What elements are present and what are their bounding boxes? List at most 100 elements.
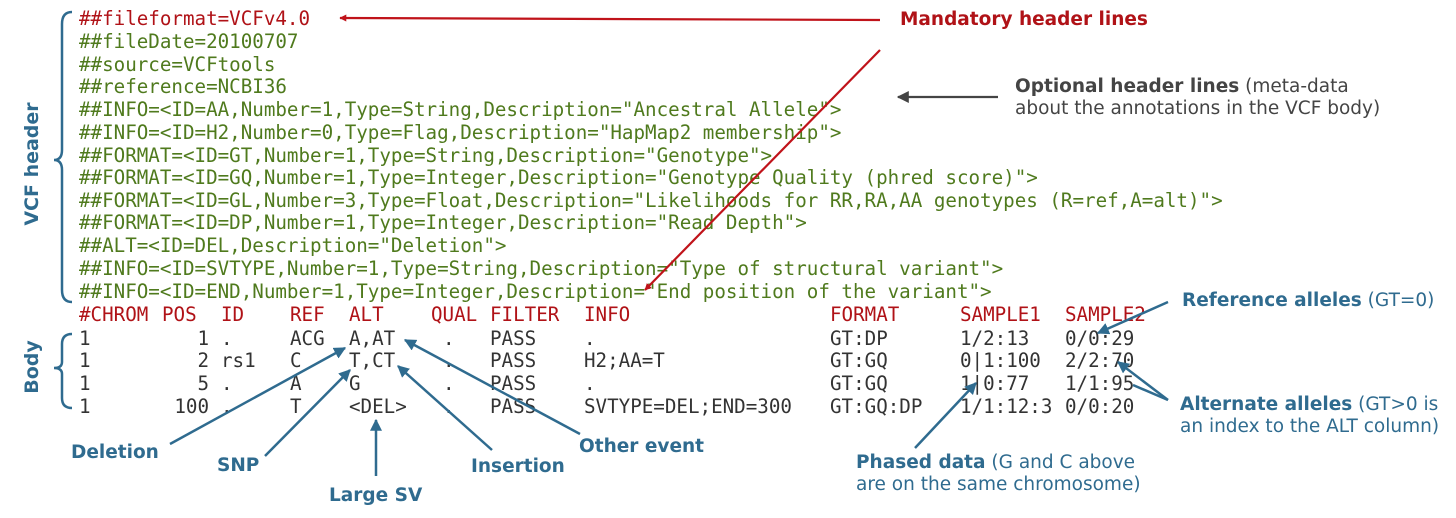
cell-ref: T xyxy=(290,395,302,418)
phased-data-label-line2: are on the same chromosome) xyxy=(856,474,1141,495)
cell-pos: 5 xyxy=(197,372,209,395)
cell-alt: T,CT xyxy=(349,349,396,372)
cell-id: . xyxy=(221,372,233,395)
other-event-arrow xyxy=(403,338,581,436)
cell-chrom: 1 xyxy=(79,349,91,372)
other-event-label: Other event xyxy=(579,436,705,457)
cell-format: GT:GQ xyxy=(830,349,888,372)
header-line: ##fileDate=20100707 xyxy=(79,30,299,53)
cell-alt: G xyxy=(349,372,361,395)
cell-id: rs1 xyxy=(221,349,256,372)
header-line: ##FORMAT=<ID=GT,Number=1,Type=String,Des… xyxy=(79,144,773,167)
insertion-label: Insertion xyxy=(471,456,565,477)
header-line: ##INFO=<ID=H2,Number=0,Type=Flag,Descrip… xyxy=(79,121,842,144)
large-sv-label: Large SV xyxy=(329,485,423,506)
cell-qual: . xyxy=(443,349,455,372)
cell-info: . xyxy=(584,372,596,395)
cell-sample2: 0/0:29 xyxy=(1065,327,1135,350)
cell-sample2: 2/2:70 xyxy=(1065,349,1135,372)
cell-pos: 2 xyxy=(197,349,209,372)
reference-alleles-rest: (GT=0) xyxy=(1361,290,1435,311)
optional-header-label-line2: about the annotations in the VCF body) xyxy=(1015,98,1381,119)
alternate-alleles-arrow-2 xyxy=(1132,383,1169,402)
cell-pos: 1 xyxy=(197,327,209,350)
cell-chrom: 1 xyxy=(79,372,91,395)
cell-chrom: 1 xyxy=(79,395,91,418)
cell-sample1: 0|1:100 xyxy=(960,349,1041,372)
header-line: ##fileformat=VCFv4.0 xyxy=(79,7,311,30)
insertion-arrow xyxy=(397,365,493,451)
body-brace xyxy=(53,332,73,410)
cell-pos: 100 xyxy=(174,395,209,418)
cell-info: SVTYPE=DEL;END=300 xyxy=(584,395,792,418)
header-line: ##reference=NCBI36 xyxy=(79,75,287,98)
header-line: ##INFO=<ID=SVTYPE,Number=1,Type=String,D… xyxy=(79,257,1004,280)
phased-data-bold: Phased data xyxy=(856,452,986,473)
snp-label: SNP xyxy=(217,455,260,476)
cell-id: . xyxy=(221,395,233,418)
cell-format: GT:GQ:DP xyxy=(830,395,923,418)
alternate-alleles-arrow-1 xyxy=(1117,361,1169,401)
cell-sample1: 1/2:13 xyxy=(960,327,1030,350)
cell-filter: PASS xyxy=(490,327,537,350)
mandatory-arrow-2 xyxy=(644,49,881,291)
cell-format: GT:DP xyxy=(830,327,888,350)
reference-alleles-arrow xyxy=(1096,300,1169,335)
deletion-arrow xyxy=(169,346,347,446)
header-line: ##source=VCFtools xyxy=(79,53,276,76)
column-header-pos: POS xyxy=(162,303,197,326)
alternate-alleles-label: Alternate alleles (GT>0 is xyxy=(1180,394,1438,416)
cell-qual: . xyxy=(443,327,455,350)
column-header-qual: QUAL xyxy=(431,303,478,326)
cell-filter: PASS xyxy=(490,372,537,395)
cell-qual: . xyxy=(443,372,455,395)
cell-filter: PASS xyxy=(490,349,537,372)
header-line: ##FORMAT=<ID=DP,Number=1,Type=Integer,De… xyxy=(79,211,807,234)
header-line: ##INFO=<ID=AA,Number=1,Type=String,Descr… xyxy=(79,98,842,121)
alternate-alleles-rest: (GT>0 is xyxy=(1352,394,1439,415)
cell-format: GT:GQ xyxy=(830,372,888,395)
column-header-sample1: SAMPLE1 xyxy=(960,303,1041,326)
alternate-alleles-bold: Alternate alleles xyxy=(1180,394,1353,415)
header-line: ##FORMAT=<ID=GQ,Number=1,Type=Integer,De… xyxy=(79,166,1038,189)
reference-alleles-bold: Reference alleles xyxy=(1182,290,1362,311)
cell-qual: . xyxy=(443,395,455,418)
optional-header-label: Optional header lines (meta-data xyxy=(1015,76,1349,98)
column-header-format: FORMAT xyxy=(830,303,900,326)
cell-sample2: 1/1:95 xyxy=(1065,372,1135,395)
column-header-id: ID xyxy=(221,303,245,326)
header-line: ##INFO=<ID=END,Number=1,Type=Integer,Des… xyxy=(79,280,992,303)
optional-header-bold: Optional header lines xyxy=(1015,76,1240,97)
phased-data-rest: (G and C above xyxy=(985,452,1136,473)
cell-id: . xyxy=(221,327,233,350)
cell-info: . xyxy=(584,327,596,350)
cell-ref: ACG xyxy=(290,327,325,350)
cell-chrom: 1 xyxy=(79,327,91,350)
cell-info: H2;AA=T xyxy=(584,349,665,372)
cell-alt: <DEL> xyxy=(349,395,407,418)
mandatory-header-label: Mandatory header lines xyxy=(900,9,1148,30)
snp-arrow xyxy=(264,369,351,457)
cell-ref: A xyxy=(290,372,302,395)
column-header-chrom: #CHROM xyxy=(79,303,149,326)
phased-data-label: Phased data (G and C above xyxy=(856,452,1135,474)
column-header-ref: REF xyxy=(290,303,325,326)
alternate-alleles-label-line2: an index to the ALT column) xyxy=(1180,416,1440,437)
deletion-label: Deletion xyxy=(71,442,159,463)
vcf-header-brace xyxy=(53,10,73,304)
header-line: ##ALT=<ID=DEL,Description="Deletion"> xyxy=(79,234,507,257)
cell-sample1: 1|0:77 xyxy=(960,372,1030,395)
optional-header-rest: (meta-data xyxy=(1239,76,1349,97)
column-header-alt: ALT xyxy=(349,303,384,326)
column-header-info: INFO xyxy=(584,303,631,326)
header-line: ##FORMAT=<ID=GL,Number=3,Type=Float,Desc… xyxy=(79,189,1223,212)
reference-alleles-label: Reference alleles (GT=0) xyxy=(1182,290,1434,312)
column-header-filter: FILTER xyxy=(490,303,560,326)
mandatory-arrow-1 xyxy=(339,14,881,22)
phased-data-arrow xyxy=(914,382,977,449)
cell-alt: A,AT xyxy=(349,327,396,350)
cell-sample1: 1/1:12:3 xyxy=(960,395,1053,418)
cell-filter: PASS xyxy=(490,395,537,418)
